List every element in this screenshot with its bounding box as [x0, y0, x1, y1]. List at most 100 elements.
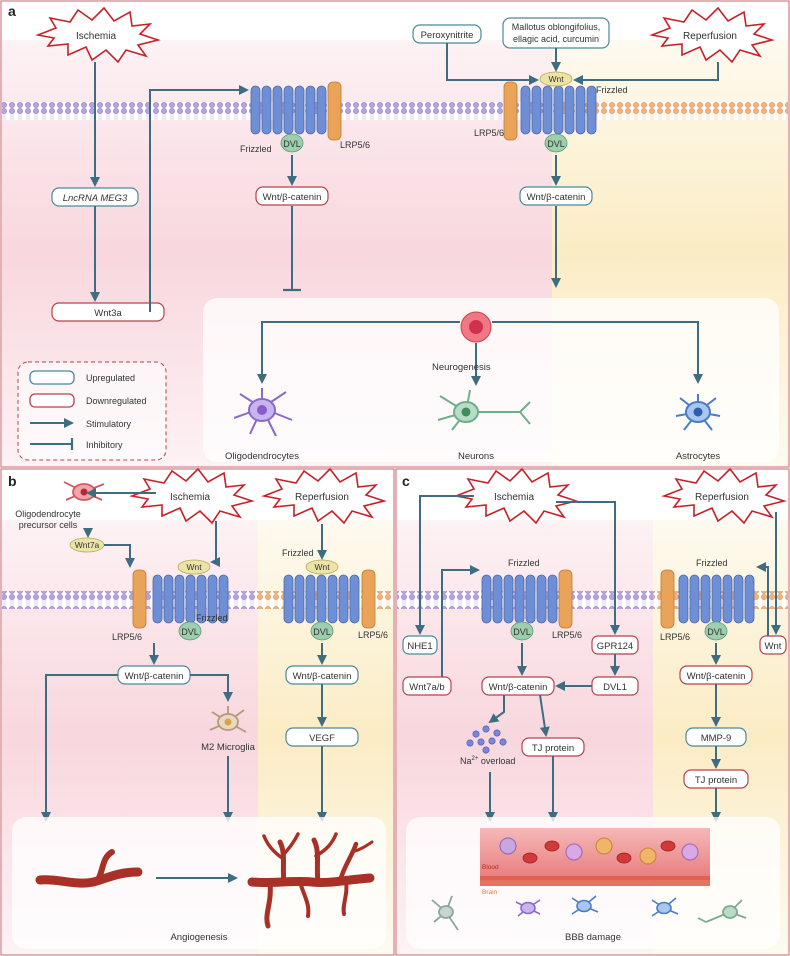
brain-label: Brain [482, 889, 498, 896]
lrp-receptor [558, 569, 573, 629]
lrp-label: LRP5/6 [340, 140, 370, 150]
panel-b-label: b [8, 473, 17, 489]
mallotus-label-line2: ellagic acid, curcumin [513, 34, 599, 44]
arrow [41, 674, 118, 822]
neuron-cell [437, 389, 531, 431]
arrow [573, 62, 719, 85]
wnt7ab-box [402, 676, 452, 696]
arrow [441, 565, 480, 677]
astrocyte-cell [571, 895, 599, 915]
neurons-label: Neurons [458, 451, 494, 462]
receptor-complex-left: DVL Frizzled LRP5/6 [240, 81, 370, 154]
angiogenesis-label: Angiogenesis [170, 932, 227, 943]
lrp-receptor [132, 569, 147, 629]
wnt-beta-catenin-label: Wnt/β-catenin [527, 192, 586, 203]
astrocytes-label: Astrocytes [676, 451, 721, 462]
peroxynitrite-label: Peroxynitrite [421, 30, 474, 41]
endothelium [480, 876, 710, 886]
panel-b: b Ischemia Reperfusion Oligodendrocyte p… [0, 467, 395, 956]
lrp-label: LRP5/6 [552, 630, 582, 640]
tj-protein-label: TJ protein [532, 743, 574, 754]
wnt-label: Wnt [765, 641, 782, 652]
legend-upregulated-label: Upregulated [86, 373, 135, 383]
blood-label: Blood [482, 864, 499, 871]
receptor-complex-right: Wnt DVL Frizzled LRP5/6 [282, 548, 388, 641]
vessel-branched [247, 832, 375, 929]
wnt-label: Wnt [548, 74, 564, 84]
arrow [149, 85, 249, 312]
frizzled-label: Frizzled [596, 85, 628, 95]
dvl-label: DVL [313, 627, 331, 637]
vegf-label: VEGF [309, 733, 335, 744]
opc-label-line2: precursor cells [19, 520, 78, 530]
reperfusion-label: Reperfusion [695, 492, 749, 503]
dvl-label: DVL [513, 627, 531, 637]
dvl-label: DVL [707, 627, 725, 637]
opc-label-line1: Oligodendrocyte [15, 509, 81, 519]
wnt-beta-catenin-box [519, 186, 593, 206]
receptor-complex-left: Wnt DVL LRP5/6 Frizzled [112, 559, 229, 642]
angiogenesis-region [12, 817, 386, 949]
wnt-ligand [305, 559, 339, 575]
stem-cell-nucleus [469, 320, 483, 334]
nhe1-box [402, 635, 438, 655]
wnt3a-label: Wnt3a [94, 308, 122, 319]
arrow [104, 544, 135, 568]
dvl-label: DVL [181, 627, 199, 637]
dvl-protein [704, 621, 728, 641]
legend-frame [17, 361, 167, 461]
wnt-beta-catenin-label: Wnt/β-catenin [687, 671, 746, 682]
lncrna-label: LncRNA MEG3 [63, 193, 128, 204]
ischemia-label: Ischemia [76, 31, 116, 42]
mallotus-label-line1: Mallotus oblongifolius, [512, 22, 601, 32]
wnt7ab-label: Wnt7a/b [409, 682, 444, 693]
gpr124-label: GPR124 [597, 641, 633, 652]
receptor-complex-right: DVL Frizzled LRP5/6 [660, 558, 755, 642]
ischemia-label: Ischemia [494, 492, 534, 503]
astrocyte-cell [651, 897, 679, 917]
oligodendrocyte-cell [515, 899, 541, 917]
membrane-orange [552, 102, 788, 120]
receptor-complex-left: DVL Frizzled LRP5/6 [481, 558, 582, 641]
panel-c-label: c [402, 473, 410, 489]
wnt-box [759, 635, 787, 655]
arrow [492, 321, 703, 384]
lrp-receptor [361, 569, 376, 629]
sodium-ions [466, 725, 507, 754]
dvl-label: DVL [547, 139, 565, 149]
reperfusion-burst: Reperfusion [661, 467, 787, 525]
wnt-ligand [539, 71, 573, 87]
neurogenesis-label: Neurogenesis [432, 362, 491, 373]
lrp-label: LRP5/6 [358, 630, 388, 640]
frizzled-label: Frizzled [282, 548, 314, 558]
wnt-label: Wnt [186, 562, 202, 572]
wnt-beta-catenin-box [481, 676, 555, 696]
reperfusion-burst: Reperfusion [261, 467, 387, 525]
legend-downregulated-label: Downregulated [86, 396, 147, 406]
ischemia-burst: Ischemia [35, 6, 161, 64]
ischemia-burst: Ischemia [129, 467, 255, 525]
wnt-beta-catenin-label: Wnt/β-catenin [263, 192, 322, 203]
oligodendrocyte-cell [233, 388, 293, 437]
frizzled-label: Frizzled [508, 558, 540, 568]
ischemia-label: Ischemia [170, 492, 210, 503]
arrow [210, 521, 220, 567]
arrow [190, 674, 233, 702]
cell-fate-region [203, 298, 779, 462]
legend-downregulated-swatch [29, 393, 75, 408]
lrp-label: LRP5/6 [112, 632, 142, 642]
na-overload-label: Na2+ overload [460, 756, 515, 766]
frizzled-label: Frizzled [696, 558, 728, 568]
reperfusion-label: Reperfusion [295, 492, 349, 503]
wnt-beta-catenin-label: Wnt/β-catenin [293, 671, 352, 682]
microglia-label: M2 Microglia [201, 742, 256, 753]
frizzled-label: Frizzled [240, 144, 272, 154]
lrp-receptor [327, 81, 342, 141]
arrow [415, 495, 474, 635]
lrp-label: LRP5/6 [474, 128, 504, 138]
vessel-simple [35, 849, 143, 888]
reperfusion-burst: Reperfusion [649, 6, 775, 64]
dvl-label: DVL [283, 139, 301, 149]
panel-a-label: a [8, 3, 16, 19]
panel-a: a Ischemia Reperfusion Peroxynitrite Mal… [0, 0, 790, 468]
